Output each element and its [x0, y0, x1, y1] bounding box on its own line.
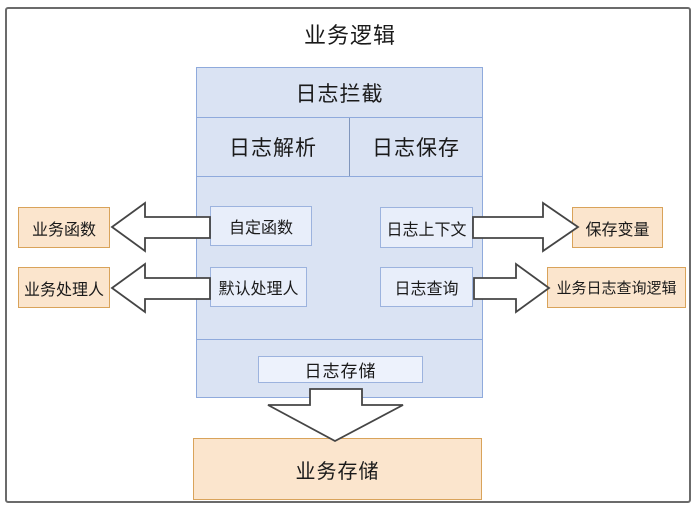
log-interceptor-title: 日志拦截 — [197, 68, 482, 118]
node-business-function: 业务函数 — [18, 207, 110, 248]
node-custom-function: 自定函数 — [210, 206, 312, 246]
node-default-handler: 默认处理人 — [210, 267, 307, 307]
node-log-storage: 日志存储 — [258, 356, 423, 383]
outer-frame — [5, 7, 691, 503]
diagram-title: 业务逻辑 — [303, 23, 396, 48]
storage-strip-divider — [197, 339, 482, 340]
log-save-cell: 日志保存 — [349, 118, 482, 176]
node-save-variable: 保存变量 — [572, 207, 663, 248]
node-business-storage: 业务存储 — [193, 438, 482, 500]
node-log-context: 日志上下文 — [380, 207, 473, 248]
log-parse-cell: 日志解析 — [229, 137, 317, 160]
node-log-query: 日志查询 — [380, 267, 473, 307]
node-business-log-query-logic: 业务日志查询逻辑 — [547, 267, 686, 308]
interceptor-columns: 日志解析 日志保存 — [197, 118, 482, 177]
node-business-handler: 业务处理人 — [18, 267, 110, 308]
